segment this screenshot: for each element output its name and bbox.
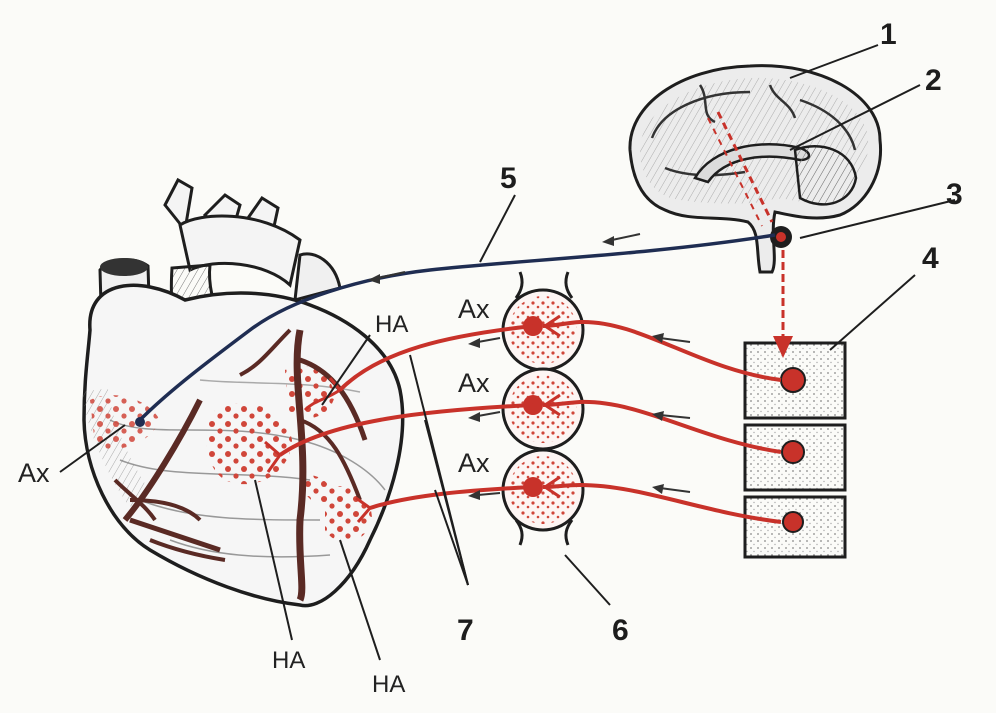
label-na-bottom-right: НА [372, 671, 405, 698]
brain [628, 64, 883, 274]
label-ax-ganglion-top: Ах [458, 294, 490, 324]
label-2: 2 [925, 64, 942, 97]
postganglionic-fibers [264, 324, 534, 523]
spinal-cord-segments [743, 341, 847, 559]
heart [82, 177, 405, 608]
label-na-top: НА [375, 311, 408, 338]
label-ax-ganglion-bottom: Ах [458, 448, 490, 478]
label-4: 4 [922, 242, 939, 275]
label-na-bottom-left: НА [272, 647, 305, 674]
label-7: 7 [457, 614, 474, 647]
label-ax-heart: Ах [18, 458, 50, 488]
label-ax-ganglion-mid: Ах [458, 368, 490, 398]
leader-lines [59, 44, 956, 661]
label-1: 1 [880, 18, 897, 51]
label-6: 6 [612, 614, 629, 647]
sympathetic-chain [501, 271, 585, 546]
vagus-nerve [135, 233, 776, 427]
descending-pathway [773, 250, 793, 358]
preganglionic-fibers [542, 314, 782, 524]
label-3: 3 [946, 178, 963, 211]
label-5: 5 [500, 162, 517, 195]
labels: 1 2 3 4 5 6 7 Ах Ах Ах Ах НА НА НА [18, 18, 963, 698]
